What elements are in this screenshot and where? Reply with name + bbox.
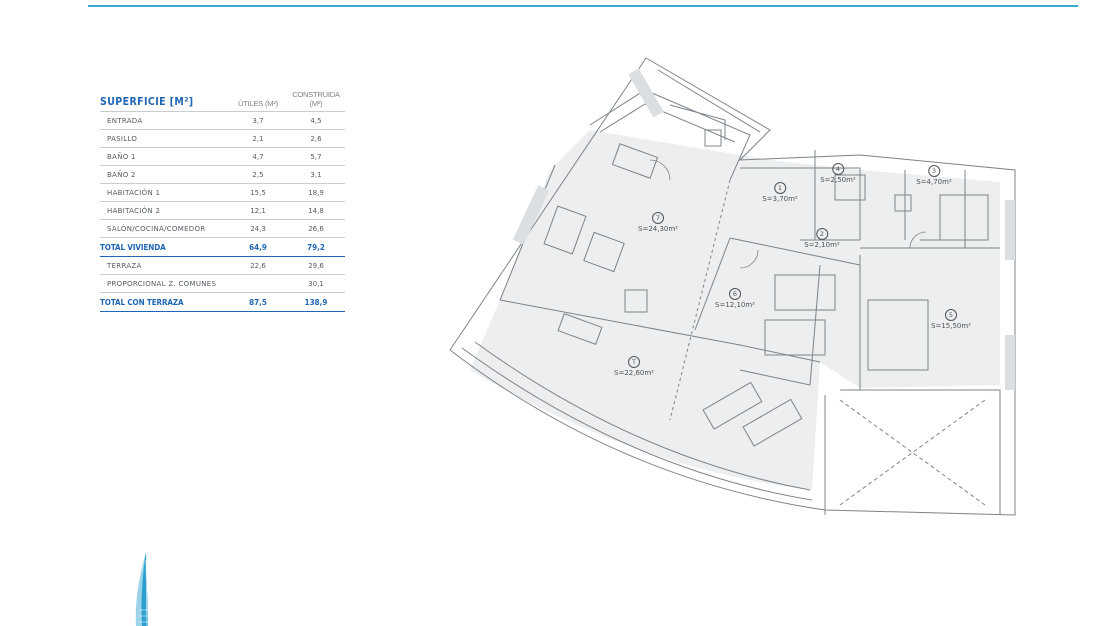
room-number: T bbox=[627, 356, 640, 368]
row-name: TERRAZA bbox=[100, 256, 229, 275]
table-header-row: SUPERFICIE [M²] ÚTILES (M²) CONSTRUIDA (… bbox=[100, 90, 345, 112]
room-number: 1 bbox=[774, 182, 786, 194]
row-utiles: 4,7 bbox=[229, 147, 287, 166]
row-construida: 5,7 bbox=[287, 147, 345, 166]
total-construida: 138,9 bbox=[287, 292, 345, 312]
row-name: HABITACIÓN 1 bbox=[100, 183, 229, 202]
row-construida: 18,9 bbox=[287, 183, 345, 202]
room-area: S=2,50m² bbox=[820, 176, 856, 184]
row-construida: 30,1 bbox=[287, 274, 345, 293]
row-name: PASILLO bbox=[100, 129, 229, 148]
column-header-construida: CONSTRUIDA (M²) bbox=[292, 90, 340, 108]
table-row: HABITACIÓN 1 15,5 18,9 bbox=[100, 183, 345, 202]
room-area: S=15,50m² bbox=[931, 322, 971, 330]
row-utiles bbox=[229, 274, 287, 293]
row-utiles: 22,6 bbox=[229, 256, 287, 275]
row-utiles: 2,1 bbox=[229, 129, 287, 148]
room-area: S=4,70m² bbox=[916, 178, 952, 186]
total-vivienda-row: TOTAL VIVIENDA 64,9 79,2 bbox=[100, 237, 345, 257]
total-construida: 79,2 bbox=[287, 237, 345, 257]
total-utiles: 64,9 bbox=[229, 237, 287, 257]
row-utiles: 12,1 bbox=[229, 201, 287, 220]
row-name: ENTRADA bbox=[100, 111, 229, 130]
row-utiles: 2,5 bbox=[229, 165, 287, 184]
row-construida: 2,6 bbox=[287, 129, 345, 148]
total-utiles: 87,5 bbox=[229, 292, 287, 312]
row-name: PROPORCIONAL Z. COMUNES bbox=[100, 274, 229, 293]
room-number: 5 bbox=[944, 309, 957, 321]
table-row: PASILLO 2,1 2,6 bbox=[100, 129, 345, 148]
room-label: 1 S=3,70m² bbox=[762, 182, 798, 203]
header-divider bbox=[88, 5, 1078, 7]
row-construida: 14,8 bbox=[287, 201, 345, 220]
room-number: 7 bbox=[651, 212, 664, 224]
room-label: 5 S=15,50m² bbox=[931, 309, 971, 330]
row-name: BAÑO 1 bbox=[100, 147, 229, 166]
room-number: 6 bbox=[728, 288, 741, 300]
row-utiles: 3,7 bbox=[229, 111, 287, 130]
room-number: 3 bbox=[928, 165, 940, 177]
table-row: BAÑO 1 4,7 5,7 bbox=[100, 147, 345, 166]
table-row: SALÓN/COCINA/COMEDOR 24,3 26,6 bbox=[100, 219, 345, 238]
row-construida: 3,1 bbox=[287, 165, 345, 184]
room-label: 7 S=24,30m² bbox=[638, 212, 678, 233]
room-area: S=24,30m² bbox=[638, 225, 678, 233]
floor-plan-drawing bbox=[449, 57, 1016, 516]
room-label: 6 S=12,10m² bbox=[715, 288, 755, 309]
building-logo-icon bbox=[135, 552, 150, 626]
row-utiles: 15,5 bbox=[229, 183, 287, 202]
column-header-utiles: ÚTILES (M²) bbox=[238, 99, 278, 108]
row-name: SALÓN/COCINA/COMEDOR bbox=[100, 219, 229, 238]
row-construida: 29,6 bbox=[287, 256, 345, 275]
room-area: S=2,10m² bbox=[804, 241, 840, 249]
table-row: PROPORCIONAL Z. COMUNES 30,1 bbox=[100, 274, 345, 293]
row-name: BAÑO 2 bbox=[100, 165, 229, 184]
room-area: S=22,60m² bbox=[614, 369, 654, 377]
area-table: SUPERFICIE [M²] ÚTILES (M²) CONSTRUIDA (… bbox=[100, 90, 345, 312]
room-area: S=12,10m² bbox=[715, 301, 755, 309]
table-row: HABITACIÓN 2 12,1 14,8 bbox=[100, 201, 345, 220]
table-row: ENTRADA 3,7 4,5 bbox=[100, 111, 345, 130]
row-construida: 4,5 bbox=[287, 111, 345, 130]
room-label: 4 S=2,50m² bbox=[820, 163, 856, 184]
row-construida: 26,6 bbox=[287, 219, 345, 238]
room-label: 3 S=4,70m² bbox=[916, 165, 952, 186]
room-number: 2 bbox=[816, 228, 828, 240]
table-title: SUPERFICIE [M²] bbox=[100, 96, 194, 108]
total-name: TOTAL CON TERRAZA bbox=[100, 292, 229, 312]
floor-plan: 1 S=3,70m² 4 S=2,50m² 3 S=4,70m² 7 S=24,… bbox=[440, 50, 1040, 525]
total-name: TOTAL VIVIENDA bbox=[100, 237, 229, 257]
room-label: 2 S=2,10m² bbox=[804, 228, 840, 249]
row-name: HABITACIÓN 2 bbox=[100, 201, 229, 220]
room-label: T S=22,60m² bbox=[614, 356, 654, 377]
total-terraza-row: TOTAL CON TERRAZA 87,5 138,9 bbox=[100, 292, 345, 312]
room-number: 4 bbox=[832, 163, 844, 175]
room-area: S=3,70m² bbox=[762, 195, 798, 203]
table-row: TERRAZA 22,6 29,6 bbox=[100, 256, 345, 275]
table-row: BAÑO 2 2,5 3,1 bbox=[100, 165, 345, 184]
row-utiles: 24,3 bbox=[229, 219, 287, 238]
